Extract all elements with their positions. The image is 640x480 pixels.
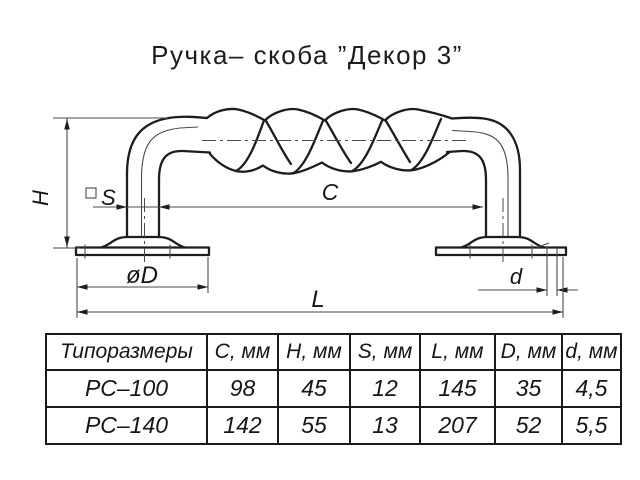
col-header-s: S, мм [349, 333, 421, 371]
cell-value: 13 [349, 406, 421, 445]
cell-type: РС–140 [45, 406, 208, 445]
table-row: РС–100 98 45 12 145 35 4,5 [45, 369, 622, 408]
cell-value: 142 [206, 406, 279, 445]
cell-value: 12 [349, 369, 421, 408]
square-section-icon [85, 187, 97, 199]
col-header-h: H, мм [277, 333, 351, 371]
dim-label-s: S [101, 185, 116, 210]
col-header-d-small: d, мм [561, 333, 622, 371]
table-row: РС–140 142 55 13 207 52 5,5 [45, 406, 622, 445]
cell-value: 35 [494, 369, 563, 408]
cell-value: 55 [277, 406, 351, 445]
dimension-d-small: d [478, 256, 578, 296]
dim-label-h: H [28, 190, 53, 206]
col-header-l: L, мм [419, 333, 496, 371]
page-title: Ручка– скоба ”Декор 3” [151, 40, 463, 70]
dimension-D: øD [76, 257, 209, 318]
dim-label-d-small: d [510, 264, 523, 289]
dimension-H: H [28, 117, 168, 249]
col-header-d-big: D, мм [494, 333, 563, 371]
cell-value: 4,5 [561, 369, 622, 408]
right-mounting-foot [434, 198, 568, 264]
right-post [445, 116, 522, 239]
left-mounting-foot [74, 198, 211, 264]
cell-value: 52 [494, 406, 563, 445]
table-header-row: Типоразмеры C, мм H, мм S, мм L, мм D, м… [45, 333, 622, 371]
cell-value: 45 [277, 369, 351, 408]
dim-label-c: C [322, 179, 339, 205]
cell-type: РС–100 [45, 369, 208, 408]
dimension-S-C: S C [85, 179, 483, 210]
cell-value: 5,5 [561, 406, 622, 445]
left-post [125, 115, 212, 239]
dim-label-diameter-d-big: øD [126, 262, 158, 289]
dimension-L: L [77, 257, 564, 318]
col-header-c: C, мм [206, 333, 279, 371]
col-header-type: Типоразмеры [45, 333, 208, 371]
dim-label-l: L [311, 286, 324, 313]
twist-section [202, 107, 470, 175]
cell-value: 207 [419, 406, 496, 445]
cell-value: 145 [419, 369, 496, 408]
size-table: Типоразмеры C, мм H, мм S, мм L, мм D, м… [45, 333, 622, 445]
cell-value: 98 [206, 369, 279, 408]
